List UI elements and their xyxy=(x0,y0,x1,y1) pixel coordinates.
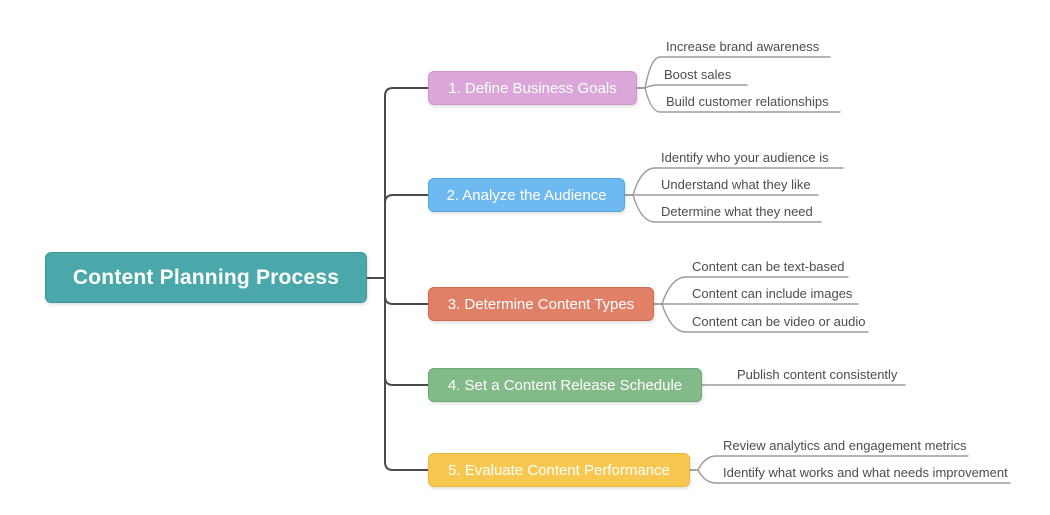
root-topic[interactable]: Content Planning Process xyxy=(45,252,367,303)
trunk-connector-branch-1 xyxy=(384,87,429,279)
leaf-topic-1-2[interactable]: Boost sales xyxy=(664,67,732,82)
branch-topic-5[interactable]: 5. Evaluate Content Performance xyxy=(428,453,690,487)
leaf-topic-4-1[interactable]: Publish content consistently xyxy=(737,367,898,382)
branch-topic-4[interactable]: 4. Set a Content Release Schedule xyxy=(428,368,702,402)
leaf-topic-3-2[interactable]: Content can include images xyxy=(692,286,853,301)
branch-topic-1[interactable]: 1. Define Business Goals xyxy=(428,71,637,105)
leaf-topic-5-1[interactable]: Review analytics and engagement metrics xyxy=(723,438,967,453)
trunk-connector-branch-4 xyxy=(384,277,429,386)
leaf-topic-3-3[interactable]: Content can be video or audio xyxy=(692,314,866,329)
leaf-connector-3-3 xyxy=(653,303,869,333)
leaf-topic-2-2[interactable]: Understand what they like xyxy=(661,177,811,192)
trunk-connector-branch-5 xyxy=(384,277,429,471)
leaf-topic-1-3[interactable]: Build customer relationships xyxy=(666,94,829,109)
leaf-connector-5-2 xyxy=(689,469,1011,484)
leaf-topic-2-3[interactable]: Determine what they need xyxy=(661,204,813,219)
leaf-connector-1-2 xyxy=(636,84,748,89)
branch-topic-2[interactable]: 2. Analyze the Audience xyxy=(428,178,625,212)
leaf-topic-5-2[interactable]: Identify what works and what needs impro… xyxy=(723,465,1008,480)
trunk-connector-branch-2 xyxy=(384,194,429,279)
trunk-connector-branch-3 xyxy=(384,277,429,305)
leaf-topic-1-1[interactable]: Increase brand awareness xyxy=(666,39,820,54)
leaf-connector-1-3 xyxy=(636,87,841,113)
leaf-connector-2-3 xyxy=(624,194,822,223)
leaf-topic-2-1[interactable]: Identify who your audience is xyxy=(661,150,829,165)
branch-topic-3[interactable]: 3. Determine Content Types xyxy=(428,287,654,321)
leaf-topic-3-1[interactable]: Content can be text-based xyxy=(692,259,845,274)
